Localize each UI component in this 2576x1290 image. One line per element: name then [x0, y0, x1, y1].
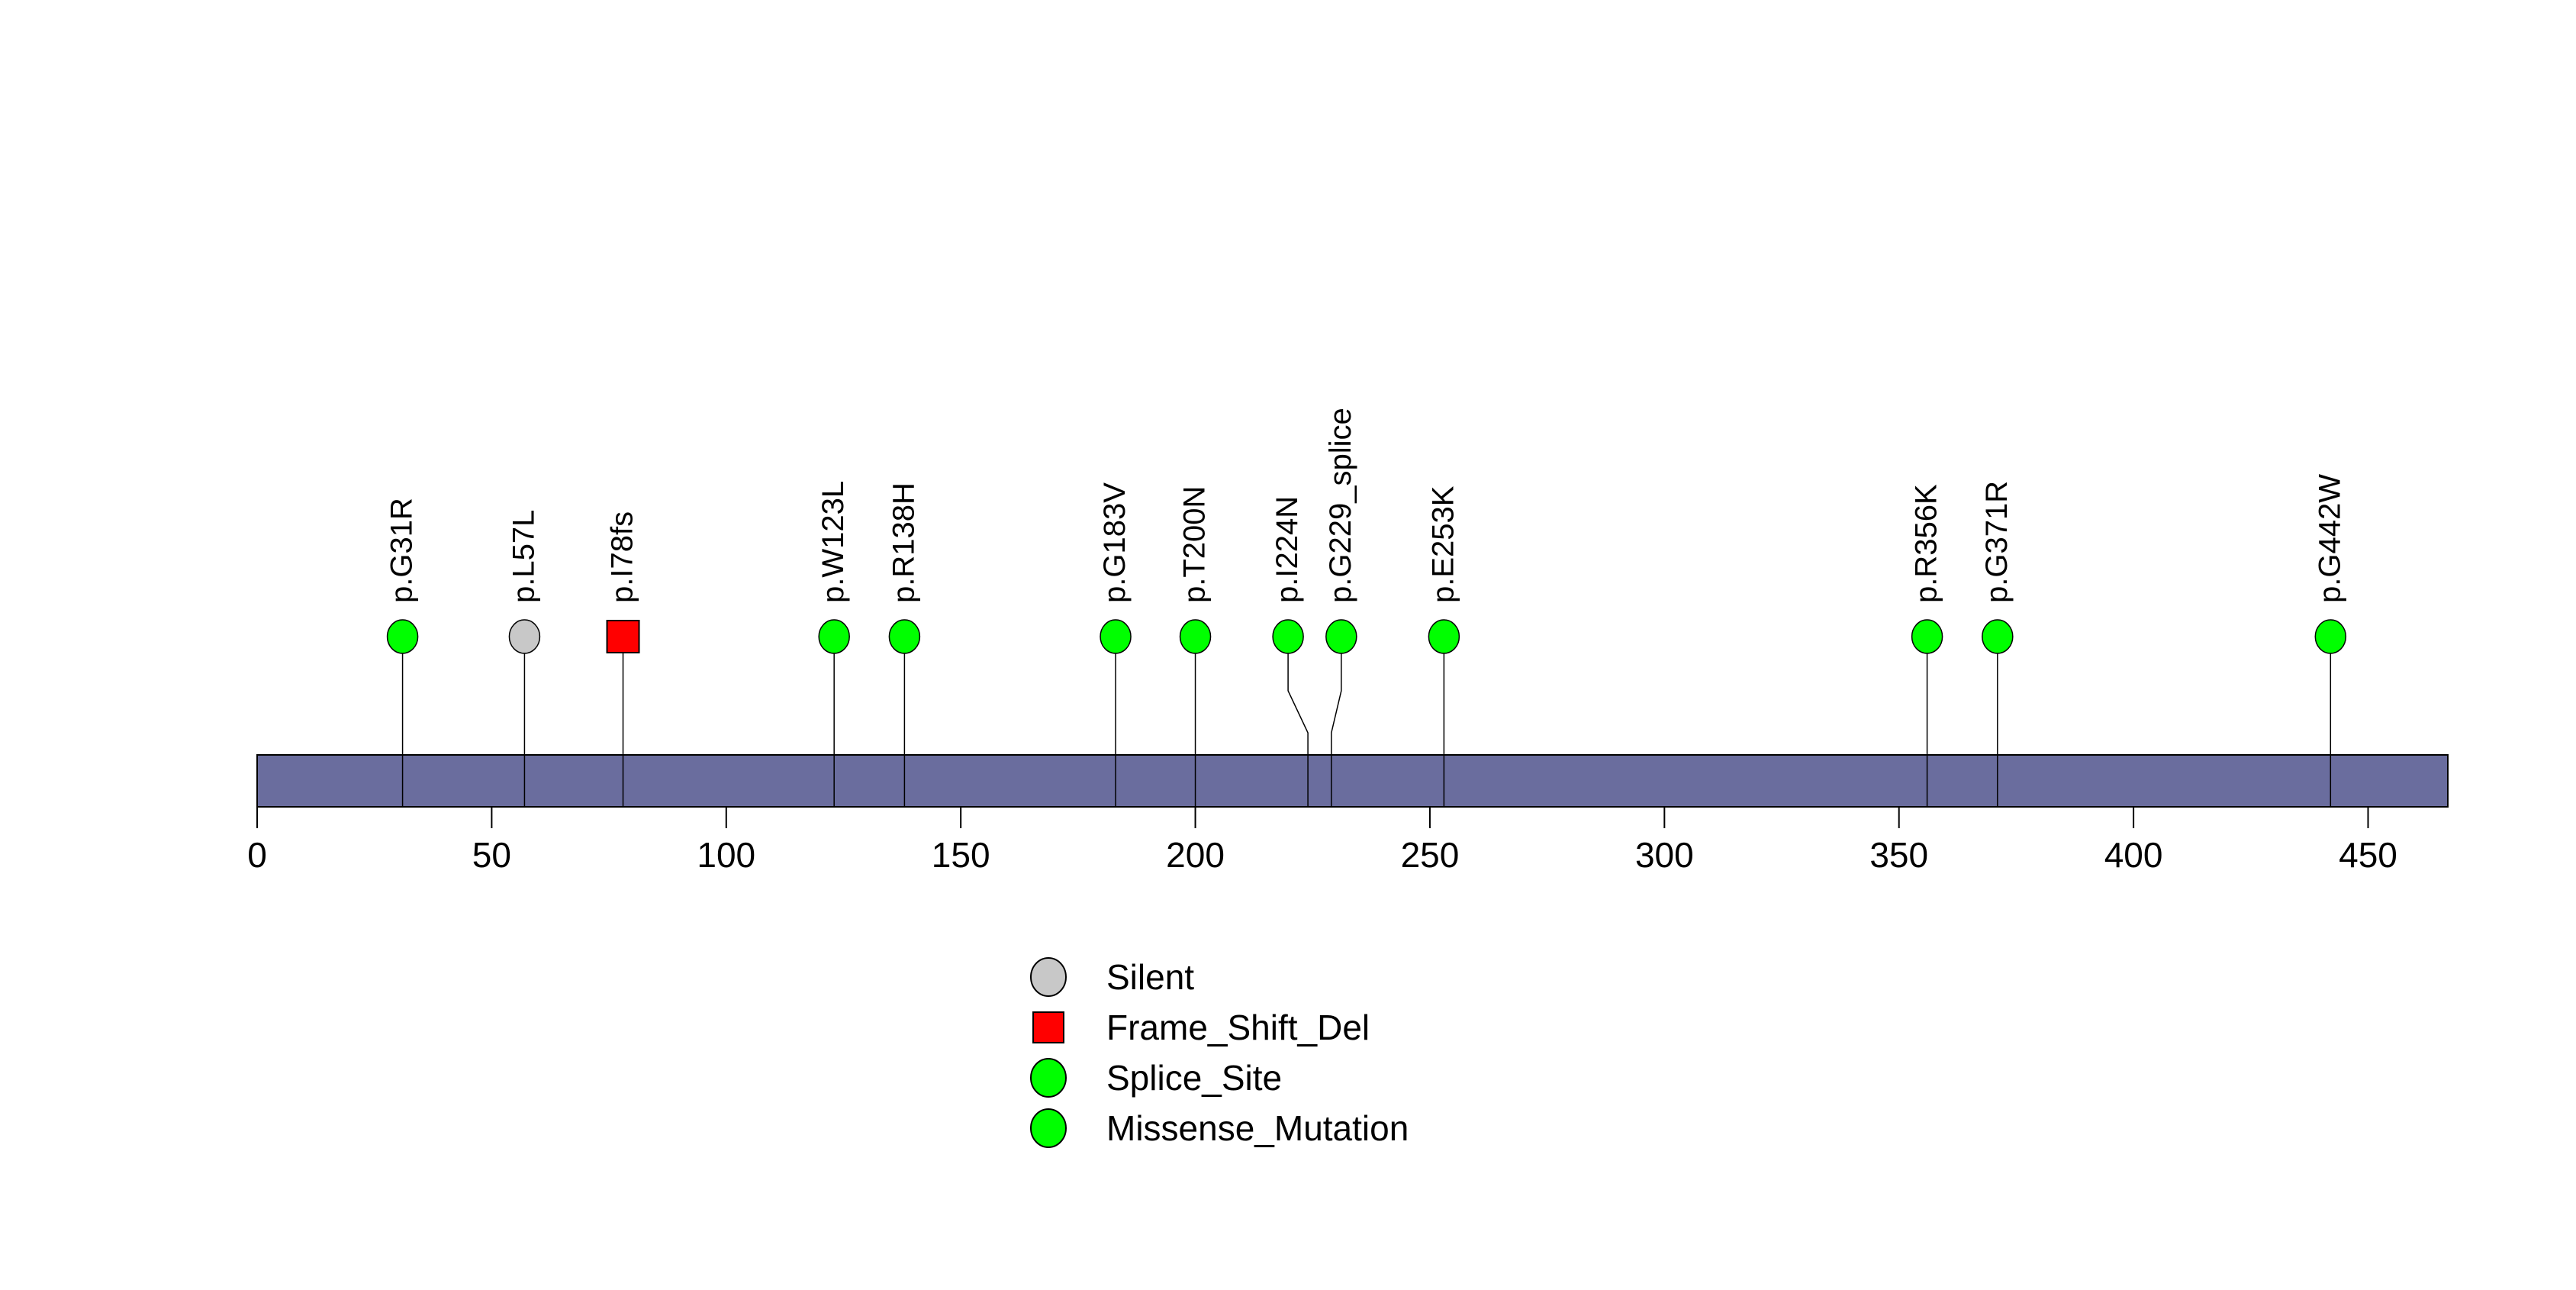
mutation-label: p.G31R	[385, 498, 419, 603]
mutation-label: p.G442W	[2313, 474, 2346, 603]
lollipop-marker-circle	[1100, 619, 1132, 654]
axis-tick-label: 350	[1869, 835, 1928, 875]
lollipop-marker-circle	[1179, 619, 1212, 654]
legend-item-label: Frame_Shift_Del	[1106, 1008, 1370, 1047]
mutation-label: p.G183V	[1098, 482, 1132, 603]
lollipop-marker-circle	[2314, 619, 2347, 654]
axis-tick-label: 450	[2339, 835, 2397, 875]
mutation-label: p.R138H	[887, 482, 920, 603]
lollipop-marker-circle	[1272, 619, 1304, 654]
axis-tick-label: 150	[932, 835, 990, 875]
mutation-label: p.L57L	[507, 510, 540, 603]
mutation-label: p.E253K	[1426, 485, 1460, 603]
mutation-label: p.I224N	[1270, 496, 1304, 603]
lollipop-markers-layer	[386, 619, 2347, 654]
mutation-labels-layer: p.G31R p.L57L p.I78fs p.W123L p.R138H p.G183V…	[385, 408, 2347, 603]
axis-ticks-layer: 0 50 100 150 200 250 300 350 400 450	[247, 807, 2397, 875]
mutation-label: p.R356K	[1910, 484, 1943, 603]
lollipop-stem	[1287, 650, 1309, 806]
axis-tick-label: 250	[1401, 835, 1460, 875]
protein-backbone-layer	[256, 754, 2449, 808]
lollipop-marker-circle	[1428, 619, 1460, 654]
axis-tick-label: 300	[1635, 835, 1694, 875]
legend-marker-icon	[1030, 1108, 1067, 1148]
axis-tick-label: 400	[2104, 835, 2163, 875]
lollipop-stems-layer	[401, 650, 2332, 806]
legend-marker-icon	[1032, 1011, 1064, 1043]
axis-tick-label: 100	[697, 835, 755, 875]
mutation-label: p.W123L	[816, 481, 850, 603]
legend: SilentFrame_Shift_DelSplice_SiteMissense…	[1030, 957, 1409, 1148]
lollipop-marker-circle	[1325, 619, 1357, 654]
lollipop-marker-circle	[818, 619, 850, 654]
legend-item-label: Missense_Mutation	[1106, 1108, 1409, 1148]
axis-tick-label: 200	[1166, 835, 1225, 875]
protein-backbone-bar	[256, 754, 2449, 808]
lollipop-marker-circle	[1911, 619, 1943, 654]
legend-marker-icon	[1030, 1058, 1067, 1098]
mutation-label: p.G371R	[1980, 481, 2014, 603]
mutation-label: p.T200N	[1178, 486, 1212, 603]
lollipop-marker-circle	[386, 619, 419, 654]
legend-marker-icon	[1030, 957, 1067, 997]
axis-tick-label: 50	[472, 835, 511, 875]
axis-tick-label: 0	[247, 835, 267, 875]
mutation-label: p.I78fs	[606, 511, 639, 603]
lollipop-marker-square	[606, 620, 640, 653]
lollipop-marker-circle	[1982, 619, 2014, 654]
legend-item-label: Splice_Site	[1106, 1058, 1282, 1098]
lollipop-stem	[1331, 650, 1342, 806]
mutation-label: p.G229_splice	[1324, 408, 1357, 603]
legend-item-label: Silent	[1106, 957, 1194, 997]
lollipop-marker-circle	[508, 619, 541, 654]
lollipop-marker-circle	[888, 619, 921, 654]
